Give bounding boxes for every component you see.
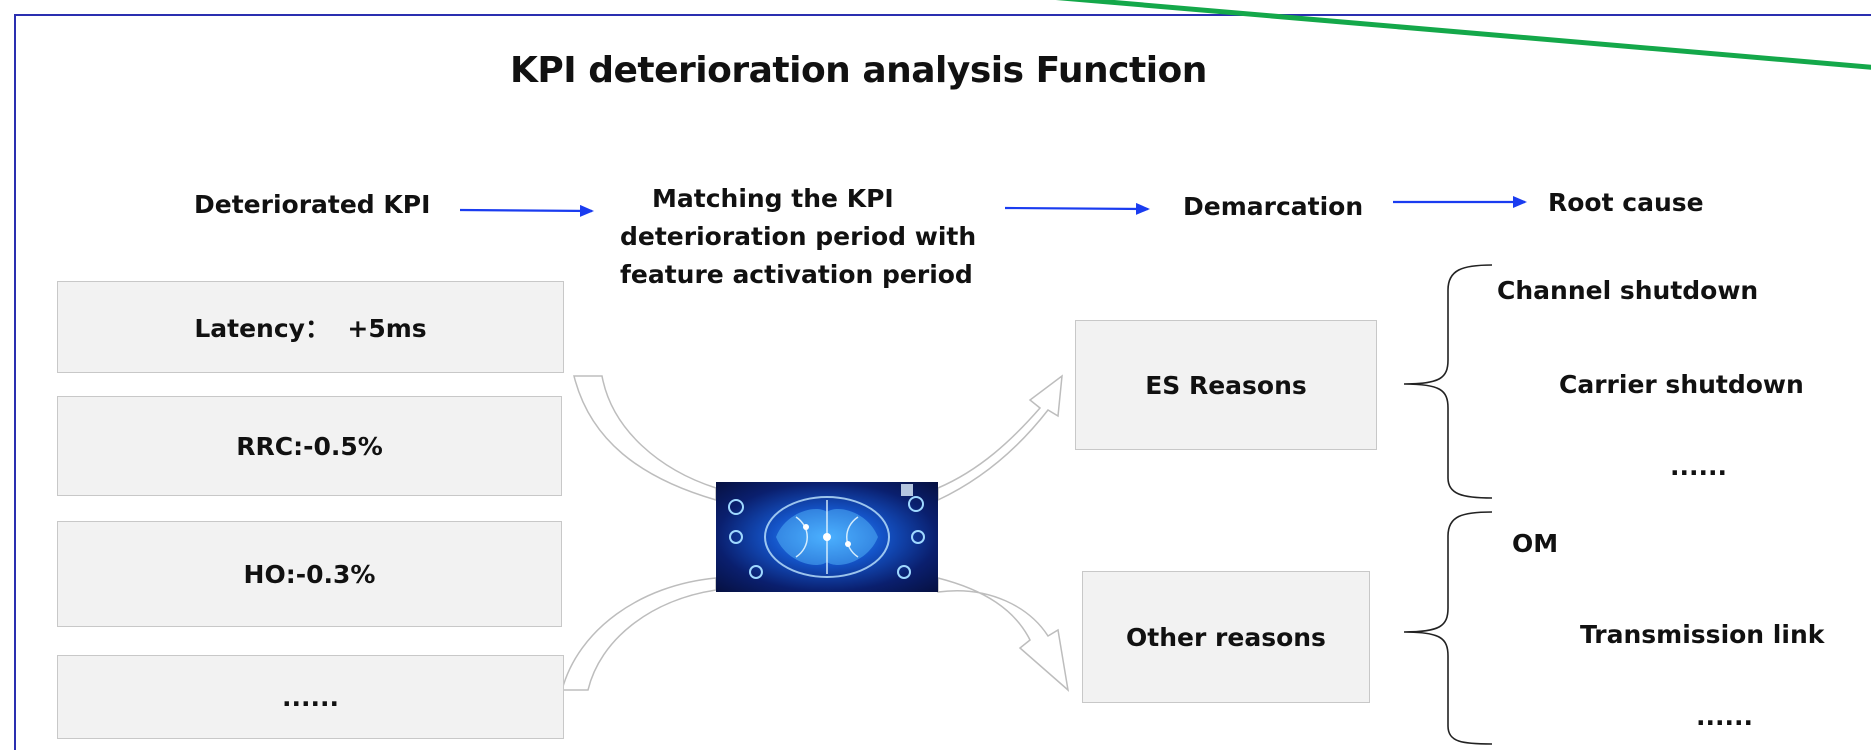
slide-frame: [14, 14, 1871, 750]
kpi-box-more: ......: [57, 655, 564, 739]
curve-arrow-bottom-left: [561, 577, 717, 691]
cause-carrier-shutdown: Carrier shutdown: [1559, 370, 1804, 399]
flow-arrow-1: [459, 204, 594, 217]
kpi-box-latency: Latency： +5ms: [57, 281, 564, 373]
diagram-title: KPI deterioration analysis Function: [510, 50, 1207, 91]
cause-om: OM: [1512, 529, 1559, 558]
demarcation-box-es: ES Reasons: [1075, 320, 1377, 450]
curve-arrow-top-right: [937, 374, 1063, 502]
step-deteriorated-kpi: Deteriorated KPI: [194, 190, 431, 219]
cause-es-more: ......: [1670, 452, 1727, 481]
demarcation-box-other: Other reasons: [1082, 571, 1370, 703]
flow-arrow-2: [1004, 202, 1150, 215]
curve-arrow-bottom-right: [937, 577, 1070, 692]
brace-other-root-causes: [1403, 511, 1493, 745]
kpi-box-ho: HO:-0.3%: [57, 521, 562, 627]
brace-es-root-causes: [1403, 264, 1493, 499]
decor-green-line: [1055, 0, 1871, 70]
step-demarcation: Demarcation: [1183, 192, 1364, 221]
cause-transmission-link: Transmission link: [1580, 620, 1825, 649]
curve-arrow-top-left: [573, 375, 717, 501]
cause-channel-shutdown: Channel shutdown: [1497, 276, 1759, 305]
step-root-cause: Root cause: [1548, 188, 1704, 217]
brain-network-icon: [716, 482, 938, 592]
kpi-box-rrc: RRC:-0.5%: [57, 396, 562, 496]
cause-other-more: ......: [1696, 702, 1753, 731]
step-matching: Matching the KPI deterioration period wi…: [620, 184, 977, 289]
